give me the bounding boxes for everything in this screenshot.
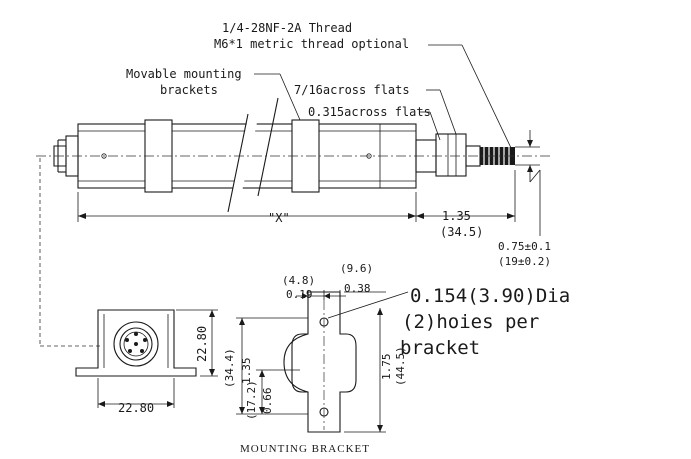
bracket-dim-038-label: 0.38 — [344, 282, 371, 295]
mounting-bracket-caption: MOUNTING BRACKET — [240, 443, 370, 455]
front-length-metric-label: (34.5) — [440, 225, 483, 239]
bracket-dim-445-label: (44.5) — [394, 346, 407, 386]
connector-width-label: 22.80 — [118, 401, 154, 415]
connector-end-view — [39, 158, 218, 408]
bracket-dim-175-label: 1.75 — [380, 354, 393, 381]
movable-brackets-label: Movable mounting — [126, 67, 242, 81]
bracket-label: bracket — [400, 337, 480, 359]
upper-leaders — [254, 44, 513, 151]
flats-0315-label: 0.315across flats — [308, 105, 431, 119]
length-x-label: "X" — [268, 211, 290, 225]
bracket-dim-344-label: (34.4) — [223, 348, 236, 388]
rod-diameter-metric-label: (19±0.2) — [498, 255, 551, 268]
front-length-label: 1.35 — [442, 209, 471, 223]
bracket-dim-135-label: 1.35 — [240, 358, 253, 385]
bracket-dim-48-label: (4.8) — [282, 274, 315, 287]
metric-thread-label: M6*1 metric thread optional — [214, 37, 409, 51]
thread-spec-label: 1/4-28NF-2A Thread — [222, 21, 352, 35]
bracket-dim-066-label: 0.66 — [261, 388, 274, 415]
movable-brackets-label-line2: brackets — [160, 83, 218, 97]
bracket-dim-019-label: 0.19 — [286, 288, 313, 301]
flats-716-label: 7/16across flats — [294, 83, 410, 97]
bracket-dim-96-label: (9.6) — [340, 262, 373, 275]
actuator-side-view — [36, 97, 552, 236]
hole-diameter-label: 0.154(3.90)Dia — [410, 285, 570, 307]
mounting-bracket-detail — [236, 290, 409, 433]
rod-diameter-label: 0.75±0.1 — [498, 240, 551, 253]
holes-per-bracket-label: (2)hoies per — [402, 311, 539, 333]
bracket-dim-172-label: (17.2) — [245, 380, 258, 420]
connector-height-label: 22.80 — [195, 326, 209, 362]
